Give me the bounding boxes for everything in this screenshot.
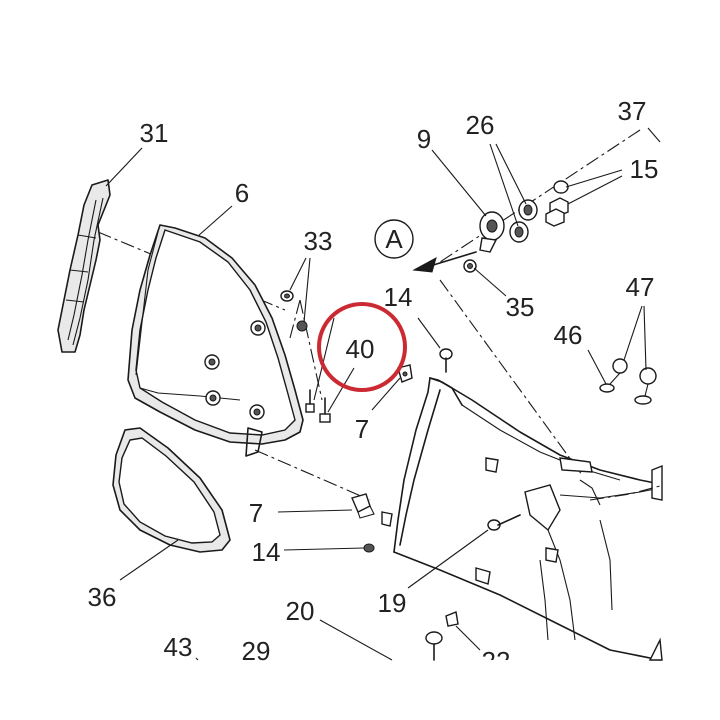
label-36: 36 [88, 582, 117, 612]
part-14-screw-upper [439, 348, 453, 373]
label-15: 15 [630, 154, 659, 184]
label-19: 19 [378, 588, 407, 618]
label-31: 31 [140, 118, 169, 148]
bottom-fragments [195, 611, 459, 661]
label-26: 26 [466, 110, 495, 140]
part-6-windscreen [127, 224, 304, 457]
label-37: 37 [618, 96, 647, 126]
callout-a: A [374, 219, 414, 259]
part-46-47-bolts [599, 358, 657, 405]
label-35: 35 [506, 292, 535, 322]
label-14-lower: 14 [252, 537, 281, 567]
part-7-clip-lower [351, 493, 375, 519]
part-7-clip-upper [397, 364, 413, 383]
part-31-seal-strip [57, 179, 111, 353]
leader-lines [105, 127, 661, 661]
label-7-upper: 7 [355, 414, 369, 444]
label-40: 40 [346, 334, 375, 364]
label-46: 46 [554, 320, 583, 350]
label-7-lower: 7 [249, 498, 263, 528]
label-33: 33 [304, 226, 333, 256]
label-14-upper: 14 [384, 282, 413, 312]
part-labels: 31 6 33 9 26 37 15 14 40 35 47 46 7 7 14… [88, 96, 659, 666]
label-22: 22 [482, 646, 511, 676]
label-20: 20 [286, 596, 315, 626]
direction-arrow [412, 251, 477, 273]
mirror-mount-hardware [463, 180, 569, 273]
highlight-ring-40 [317, 302, 407, 392]
label-9: 9 [417, 124, 431, 154]
part-40-screws [305, 389, 331, 423]
fairing-body [381, 377, 663, 661]
callout-letter: A [385, 224, 403, 254]
label-6: 6 [235, 178, 249, 208]
label-47: 47 [626, 272, 655, 302]
label-29: 29 [242, 636, 271, 666]
part-14-nut-lower [363, 543, 375, 553]
part-33-nuts [280, 290, 308, 332]
part-19-screw [487, 514, 521, 531]
label-43: 43 [164, 632, 193, 662]
clipped-labels: 22 [482, 646, 511, 676]
part-36-panel [112, 427, 231, 553]
